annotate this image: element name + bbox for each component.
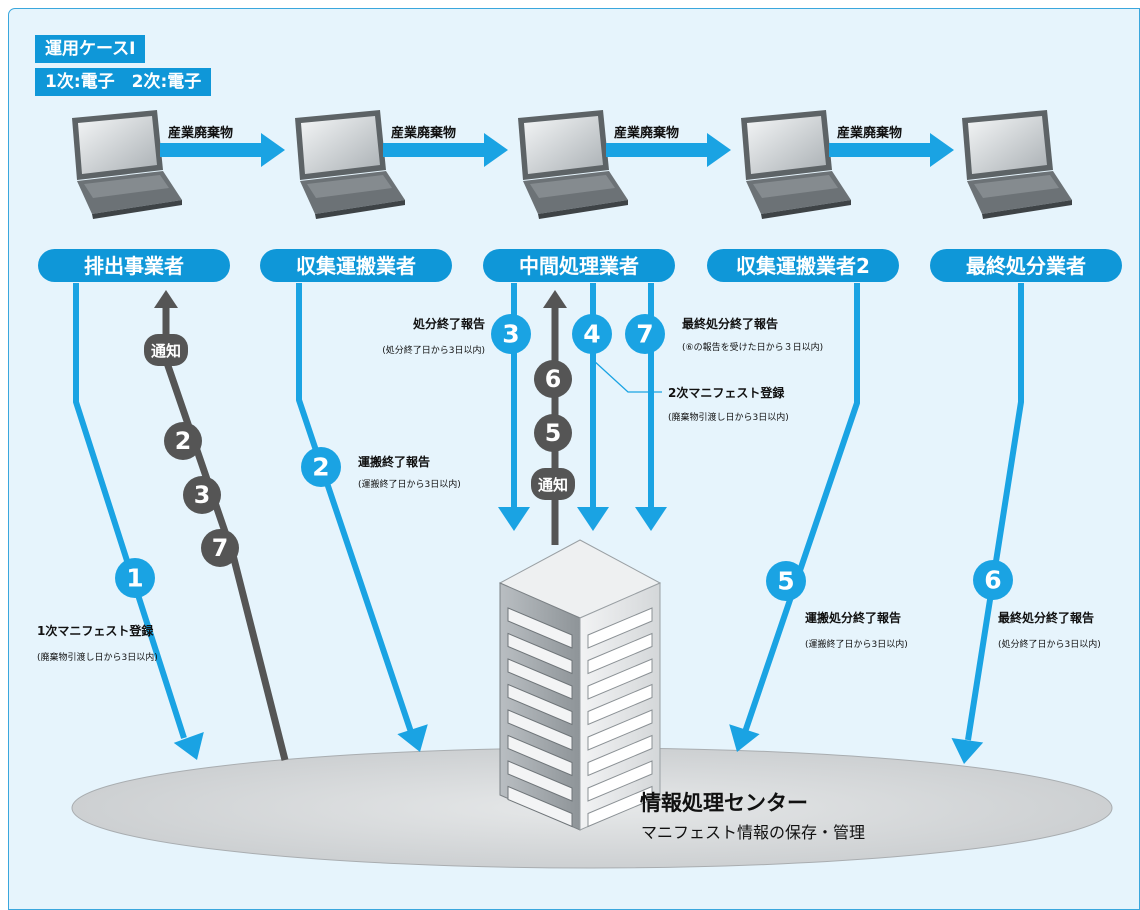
step-text-6: 最終処分終了報告 (処分終了日から3日以内): [998, 610, 1101, 650]
step-number: 4: [583, 319, 600, 348]
party-label: 排出事業者: [84, 254, 184, 278]
notify-number-5: 5: [534, 414, 572, 452]
waste-flow-arrow: 産業廃棄物: [383, 125, 508, 167]
notify-number-4: 6: [534, 360, 572, 398]
waste-flow-arrow: 産業廃棄物: [829, 125, 954, 167]
step-text-5: 運搬処分終了報告 (運搬終了日から3日以内): [805, 610, 908, 650]
waste-flow-arrow: 産業廃棄物: [160, 125, 285, 167]
step-label: 処分終了報告: [412, 316, 485, 331]
party-pill-final: 最終処分業者: [930, 249, 1122, 282]
step-number: 2: [175, 427, 192, 455]
arrowhead-intermediate-1: [498, 507, 530, 531]
arrowhead-step5: [729, 724, 760, 752]
notify-number-1: 2: [164, 422, 202, 460]
notify-badge-center: 通知: [531, 468, 575, 500]
arrowhead-intermediate-2: [577, 507, 609, 531]
flow-line-step1: [73, 283, 187, 739]
center-title: 情報処理センター: [640, 791, 808, 815]
flow-line-step2: [296, 283, 415, 736]
notify-label: 通知: [538, 476, 568, 494]
server-building-icon: [498, 539, 662, 831]
laptop-icon: [741, 110, 851, 219]
notify-number-3: 7: [201, 529, 239, 567]
step-text-3: 処分終了報告 (処分終了日から3日以内): [382, 316, 485, 356]
party-pill-discharger: 排出事業者: [38, 249, 230, 282]
step-circle-3: 3: [491, 314, 531, 354]
waste-flow-arrow: 産業廃棄物: [606, 125, 731, 167]
step-number: 3: [502, 319, 519, 348]
mode-label: 1次:電子 2次:電子: [35, 68, 212, 96]
step-note: (運搬終了日から3日以内): [805, 638, 908, 650]
step-note: (廃棄物引渡し日から3日以内): [37, 651, 158, 663]
party-label: 収集運搬業者2: [736, 254, 870, 278]
step4-leader-line: [592, 359, 662, 393]
party-label: 収集運搬業者: [296, 254, 416, 278]
party-label: 中間処理業者: [519, 254, 639, 278]
arrowhead-step1: [173, 731, 204, 760]
waste-label: 産業廃棄物: [168, 125, 233, 141]
laptop-icon: [295, 110, 405, 219]
notify-label: 通知: [151, 342, 181, 360]
flow-line-step5: [741, 283, 860, 736]
waste-label: 産業廃棄物: [837, 125, 902, 141]
step-circle-5: 5: [766, 561, 806, 601]
step-number: 7: [636, 319, 653, 348]
step-number: 3: [194, 481, 211, 509]
step-number: 5: [777, 566, 794, 595]
step-text-1: 1次マニフェスト登録 (廃棄物引渡し日から3日以内): [37, 623, 158, 663]
party-pill-intermediate: 中間処理業者: [483, 249, 675, 282]
party-pill-collector1: 収集運搬業者: [260, 249, 452, 282]
laptop-icon: [518, 110, 628, 219]
step-number: 2: [312, 452, 329, 481]
center-subtitle: マニフェスト情報の保存・管理: [641, 823, 865, 842]
step-number: 6: [984, 565, 1001, 594]
step-number: 7: [212, 534, 229, 562]
notify-number-2: 3: [183, 476, 221, 514]
step-label: 運搬終了報告: [358, 454, 430, 469]
step-number: 5: [545, 419, 562, 447]
step-text-4: 2次マニフェスト登録 (廃棄物引渡し日から3日以内): [668, 385, 789, 423]
arrowhead-intermediate-3: [635, 507, 667, 531]
arrowhead-step2: [397, 724, 428, 752]
step-label: 運搬処分終了報告: [805, 610, 901, 625]
step-circle-4: 4: [572, 314, 612, 354]
step-note: (廃棄物引渡し日から3日以内): [668, 411, 789, 423]
step-note: (⑥の報告を受けた日から３日以内): [682, 341, 823, 353]
laptop-icon: [962, 110, 1072, 219]
arrowhead-notify-center: [543, 290, 567, 308]
step-number: 1: [126, 563, 143, 592]
flow-line-step6: [965, 283, 1024, 741]
step-circle-2: 2: [301, 447, 341, 487]
waste-label: 産業廃棄物: [391, 125, 456, 141]
step-label: 最終処分終了報告: [682, 316, 778, 331]
step-label: 1次マニフェスト登録: [37, 623, 154, 638]
case-label: 運用ケースⅠ: [35, 35, 146, 63]
step-note: (運搬終了日から3日以内): [358, 478, 461, 490]
step-text-2: 運搬終了報告 (運搬終了日から3日以内): [358, 454, 461, 490]
step-number: 6: [545, 365, 562, 393]
arrowhead-step6: [951, 738, 984, 764]
step-label: 最終処分終了報告: [998, 610, 1094, 625]
waste-label: 産業廃棄物: [614, 125, 679, 141]
notify-badge-discharger: 通知: [144, 334, 188, 366]
step-label: 2次マニフェスト登録: [668, 385, 785, 400]
flow-line-notify-discharger: [162, 300, 289, 761]
party-label: 最終処分業者: [966, 254, 1086, 278]
step-note: (処分終了日から3日以内): [382, 344, 485, 356]
laptop-icon: [72, 110, 182, 219]
step-circle-1: 1: [115, 558, 155, 598]
step-circle-7: 7: [625, 314, 665, 354]
step-circle-6: 6: [973, 560, 1013, 600]
arrowhead-notify-discharger: [154, 290, 178, 308]
step-text-7: 最終処分終了報告 (⑥の報告を受けた日から３日以内): [682, 316, 823, 353]
party-pill-collector2: 収集運搬業者2: [707, 249, 899, 282]
step-note: (処分終了日から3日以内): [998, 638, 1101, 650]
